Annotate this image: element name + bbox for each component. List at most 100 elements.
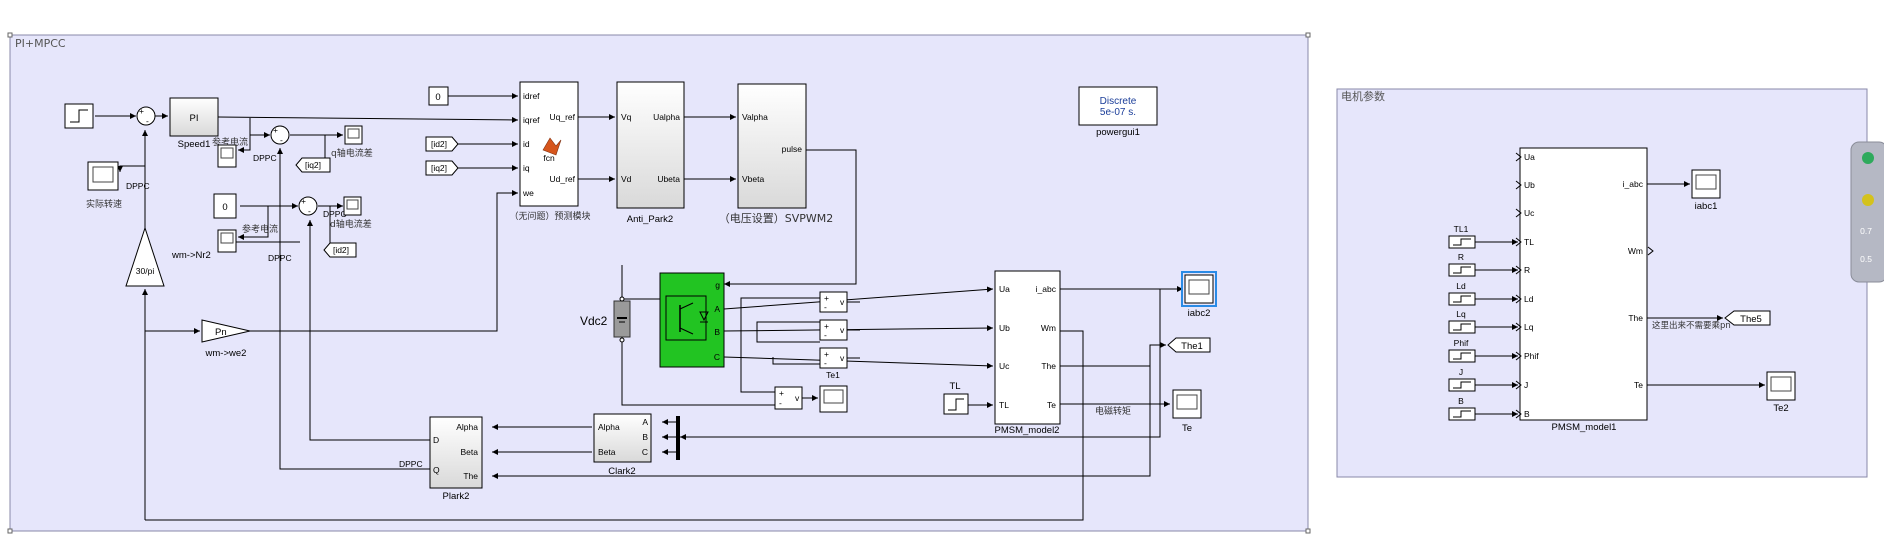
svg-text:iabc2: iabc2 [1188,308,1211,319]
label-dppc-3: DPPC [323,209,347,219]
svg-text:0: 0 [435,92,440,103]
svg-text:Pn: Pn [215,327,227,338]
label-dppc-speed: DPPC [126,181,150,191]
label-actual-speed: 实际转速 [86,198,122,210]
sum-q-error[interactable]: + - [270,125,290,145]
param-step-block[interactable]: B [1448,396,1476,421]
scope-te1[interactable]: Te1 [819,370,848,413]
demux-bar[interactable] [676,416,680,460]
scope-d-error[interactable]: d轴电流差 [330,196,372,230]
goto-the5[interactable]: The5 [1724,310,1771,326]
anti-park-block[interactable]: Vq Vd Ualpha Ubeta Anti_Park2 [616,81,685,225]
param-step-block[interactable]: Phif [1448,338,1476,363]
gain-30-pi[interactable]: 30/pi [125,226,165,287]
park-transform-block[interactable]: Alpha Beta The D Q Plark2 [429,416,483,502]
svg-text:+: + [273,125,278,135]
param-step-block[interactable]: Ld [1448,281,1476,306]
svg-text:Anti_Park2: Anti_Park2 [627,214,673,225]
pmsm1-in-port-arrow [1515,294,1522,304]
pmsm1-in-port-arrow [1515,208,1522,218]
svg-text:Alpha: Alpha [456,422,478,432]
scope-actual-speed[interactable]: DPPC 实际转速 [86,161,150,210]
svg-text:[iq2]: [iq2] [431,163,447,173]
svg-text:fcn: fcn [543,153,555,163]
step-speed-ref[interactable] [64,103,94,129]
voltmeter-ab[interactable]: +- v [819,291,860,313]
svg-text:0: 0 [222,202,227,213]
svg-text:-: - [824,302,827,312]
const-id-ref[interactable]: 0 [428,86,449,106]
powergui-block[interactable]: Discrete 5e-07 s. powergui1 [1078,86,1158,138]
svg-text:30/pi: 30/pi [136,266,155,276]
sum-d-error[interactable]: + - [298,196,318,216]
svg-text:Uq_ref: Uq_ref [549,112,575,122]
param-step-block[interactable]: J [1448,367,1476,392]
svg-text:-: - [280,135,283,145]
svg-text:Ualpha: Ualpha [653,112,680,122]
side-display-panel[interactable]: 0.7 0.5 [1850,141,1884,283]
igbt-inverter[interactable]: g A B C [659,272,725,368]
param-step-block[interactable]: TL1 [1448,224,1476,249]
svg-text:Discrete: Discrete [1100,96,1137,107]
scope-iq-ref[interactable] [217,144,237,168]
from-iq2[interactable]: [iq2] [425,160,459,176]
goto-the1[interactable]: The1 [1167,337,1211,353]
gain-pn[interactable]: Pn wm->we2 [201,319,251,359]
scope-te2[interactable]: Te2 [1766,371,1796,414]
pi-block-name: Speed1 [178,139,211,150]
side-value-1: 0.7 [1860,226,1872,236]
svg-text:Vbeta: Vbeta [742,174,764,184]
pmsm1-in-port: Phif [1524,351,1539,361]
area-title-pi-mpcc: PI+MPCC [15,37,66,50]
svpwm-block[interactable]: Valpha Vbeta pulse （电压设置）SVPWM2 [719,83,834,225]
svg-text:v: v [840,325,845,335]
param-step-block[interactable]: R [1448,252,1476,277]
svg-text:Vq: Vq [621,112,632,122]
sum-speed-error[interactable]: + - [136,106,156,126]
side-value-2: 0.5 [1860,254,1872,264]
goto-id2[interactable]: [id2] [323,242,357,258]
pmsm1-in-port: Lq [1524,322,1534,332]
svg-text:Plark2: Plark2 [443,491,470,502]
svg-text:PMSM_model2: PMSM_model2 [995,425,1060,436]
param-step-label: R [1458,252,1464,262]
svg-text:D: D [433,435,439,445]
svg-text:The: The [463,471,478,481]
pi-speed-controller[interactable]: PI Speed1 [169,97,219,150]
svg-text:TL: TL [949,381,960,392]
voltmeter-bc[interactable]: +- v [819,319,860,341]
voltmeter-ca[interactable]: +- v [819,347,860,369]
scope-iabc1[interactable]: iabc1 [1691,169,1721,212]
svg-text:+: + [139,106,144,116]
scope-q-error[interactable]: q轴电流差 [331,125,373,159]
goto-iq2[interactable]: [iq2] [295,157,331,173]
from-id2[interactable]: [id2] [425,136,459,152]
pmsm-model2-block[interactable]: Ua Ub Uc TL i_abc Wm The Te PMSM_model2 [994,270,1061,436]
param-step-block[interactable]: Lq [1448,309,1476,334]
svg-text:iq: iq [523,163,530,173]
step-load-torque[interactable]: TL [943,381,969,415]
area-title-motor-params: 电机参数 [1341,89,1385,103]
svg-text:（电压设置）SVPWM2: （电压设置）SVPWM2 [719,212,834,225]
svg-text:Ud_ref: Ud_ref [549,174,575,184]
svg-text:B: B [642,432,648,442]
scope-te[interactable]: Te [1172,389,1202,434]
svg-text:we: we [522,188,534,198]
const-id-ref-2[interactable]: 0 [213,193,237,219]
dc-voltage-source[interactable]: Vdc2 [580,296,631,343]
fcn-prediction-block[interactable]: idref iqref id iq we Uq_ref Ud_ref fcn （… [509,81,591,222]
voltmeter-dc[interactable]: +- v [774,386,818,410]
scope-iabc2[interactable]: iabc2 [1181,271,1217,319]
scope-id-ref[interactable] [217,229,237,253]
clark-transform-block[interactable]: A B C Alpha Beta Clark2 [593,413,652,477]
pmsm1-in-port-arrow [1515,351,1522,361]
pmsm1-in-port-arrow [1515,322,1522,332]
svg-text:5e-07 s.: 5e-07 s. [1100,107,1136,118]
svg-text:TL: TL [999,400,1009,410]
svg-text:A: A [714,304,720,314]
label-prediction-module: （无问题）预测模块 [509,210,590,222]
svg-text:The: The [1041,361,1056,371]
svg-text:Valpha: Valpha [742,112,768,122]
svg-text:-: - [146,116,149,126]
